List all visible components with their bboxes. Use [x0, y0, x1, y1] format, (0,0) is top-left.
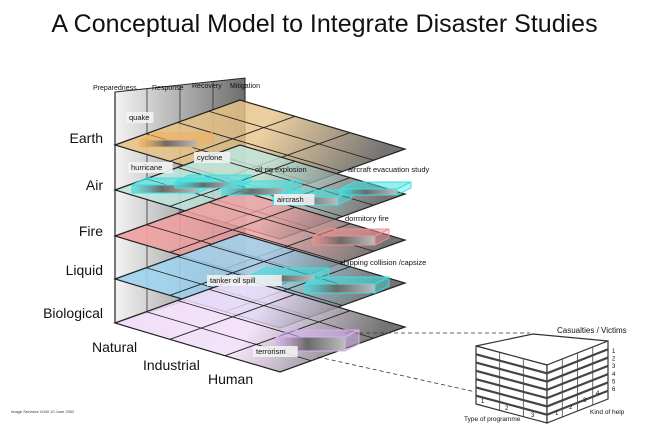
event-label: tanker oil spill — [210, 276, 256, 285]
event-label: cyclone — [197, 153, 222, 162]
help-axis-label: Kind of help — [590, 409, 625, 416]
layer-label-air: Air — [86, 177, 103, 193]
box-front — [339, 188, 398, 196]
help-tick: 1 — [555, 411, 559, 417]
box-side — [374, 228, 390, 246]
box-front — [312, 235, 376, 246]
level-tick: 4 — [612, 372, 616, 378]
help-tick: 2 — [569, 405, 573, 411]
event-label: oil rig explosion — [255, 165, 307, 174]
grid-line — [177, 213, 343, 263]
event-label-bg — [207, 275, 282, 286]
event-label: shipping collision /capsize — [340, 258, 426, 267]
layer-label-liquid: Liquid — [66, 262, 103, 278]
level-tick: 5 — [612, 379, 616, 385]
box-front — [139, 139, 199, 148]
source-label-human: Human — [208, 371, 253, 387]
event-label: terrorism — [256, 347, 286, 356]
event-aircraft-evacuation-study: aircraft evacuation study — [339, 165, 430, 196]
event-label-bg — [194, 152, 231, 163]
layer-label-earth: Earth — [70, 130, 103, 146]
level-tick: 3 — [612, 364, 616, 370]
source-label-industrial: Industrial — [143, 357, 200, 373]
phase-label-mitigation: Mitigation — [230, 83, 260, 90]
level-tick: 1 — [612, 349, 616, 355]
phase-label-recovery: Recovery — [192, 83, 222, 90]
grid-line — [208, 110, 374, 161]
programme-tick: 3 — [531, 413, 535, 419]
event-label: quake — [129, 113, 149, 122]
event-label: dormitory fire — [345, 214, 389, 223]
box-side — [344, 329, 360, 352]
layer-label-fire: Fire — [79, 223, 103, 239]
phase-label-response: Response — [152, 85, 184, 92]
event-label-bg — [126, 112, 154, 123]
box-side — [197, 132, 213, 148]
event-label: hurricane — [131, 163, 162, 172]
level-tick: 2 — [612, 357, 616, 363]
event-label-bg — [253, 346, 298, 357]
grid-line — [169, 293, 296, 340]
layer-label-biological: Biological — [43, 305, 103, 321]
diagram-title: A Conceptual Model to Integrate Disaster… — [51, 10, 598, 38]
box-front — [304, 283, 376, 294]
phase-label-preparedness: Preparedness — [93, 85, 137, 92]
event-label-bg — [274, 194, 315, 205]
event-label-bg — [128, 162, 173, 173]
event-terrorism: terrorism — [253, 329, 360, 357]
event-cyclone: cyclone — [174, 152, 252, 189]
event-dormitory-fire: dormitory fire — [312, 214, 390, 246]
box-side — [374, 276, 390, 294]
box-side — [396, 181, 412, 196]
help-tick: 3 — [583, 398, 587, 404]
casualties-title: Casualties / Victims — [557, 326, 627, 335]
level-tick: 6 — [612, 387, 616, 393]
box-front — [221, 187, 288, 196]
grid-line — [169, 206, 296, 253]
event-quake: quake — [126, 112, 213, 148]
event-label: aircraft evacuation study — [348, 165, 430, 174]
grid-line — [169, 249, 296, 296]
image-credit: Image Services VUW 10 June 2002 — [11, 409, 75, 414]
programme-tick: 1 — [481, 399, 485, 405]
programme-axis-label: Type of programme — [464, 416, 521, 423]
source-label-natural: Natural — [92, 339, 137, 355]
grid-line — [177, 122, 343, 172]
event-tanker-oil-spill: tanker oil spill — [207, 275, 282, 286]
help-tick: 4 — [596, 391, 600, 397]
grid-line — [169, 115, 296, 162]
programme-tick: 2 — [505, 406, 509, 412]
event-label: aircrash — [277, 195, 304, 204]
leader-line — [317, 356, 477, 393]
